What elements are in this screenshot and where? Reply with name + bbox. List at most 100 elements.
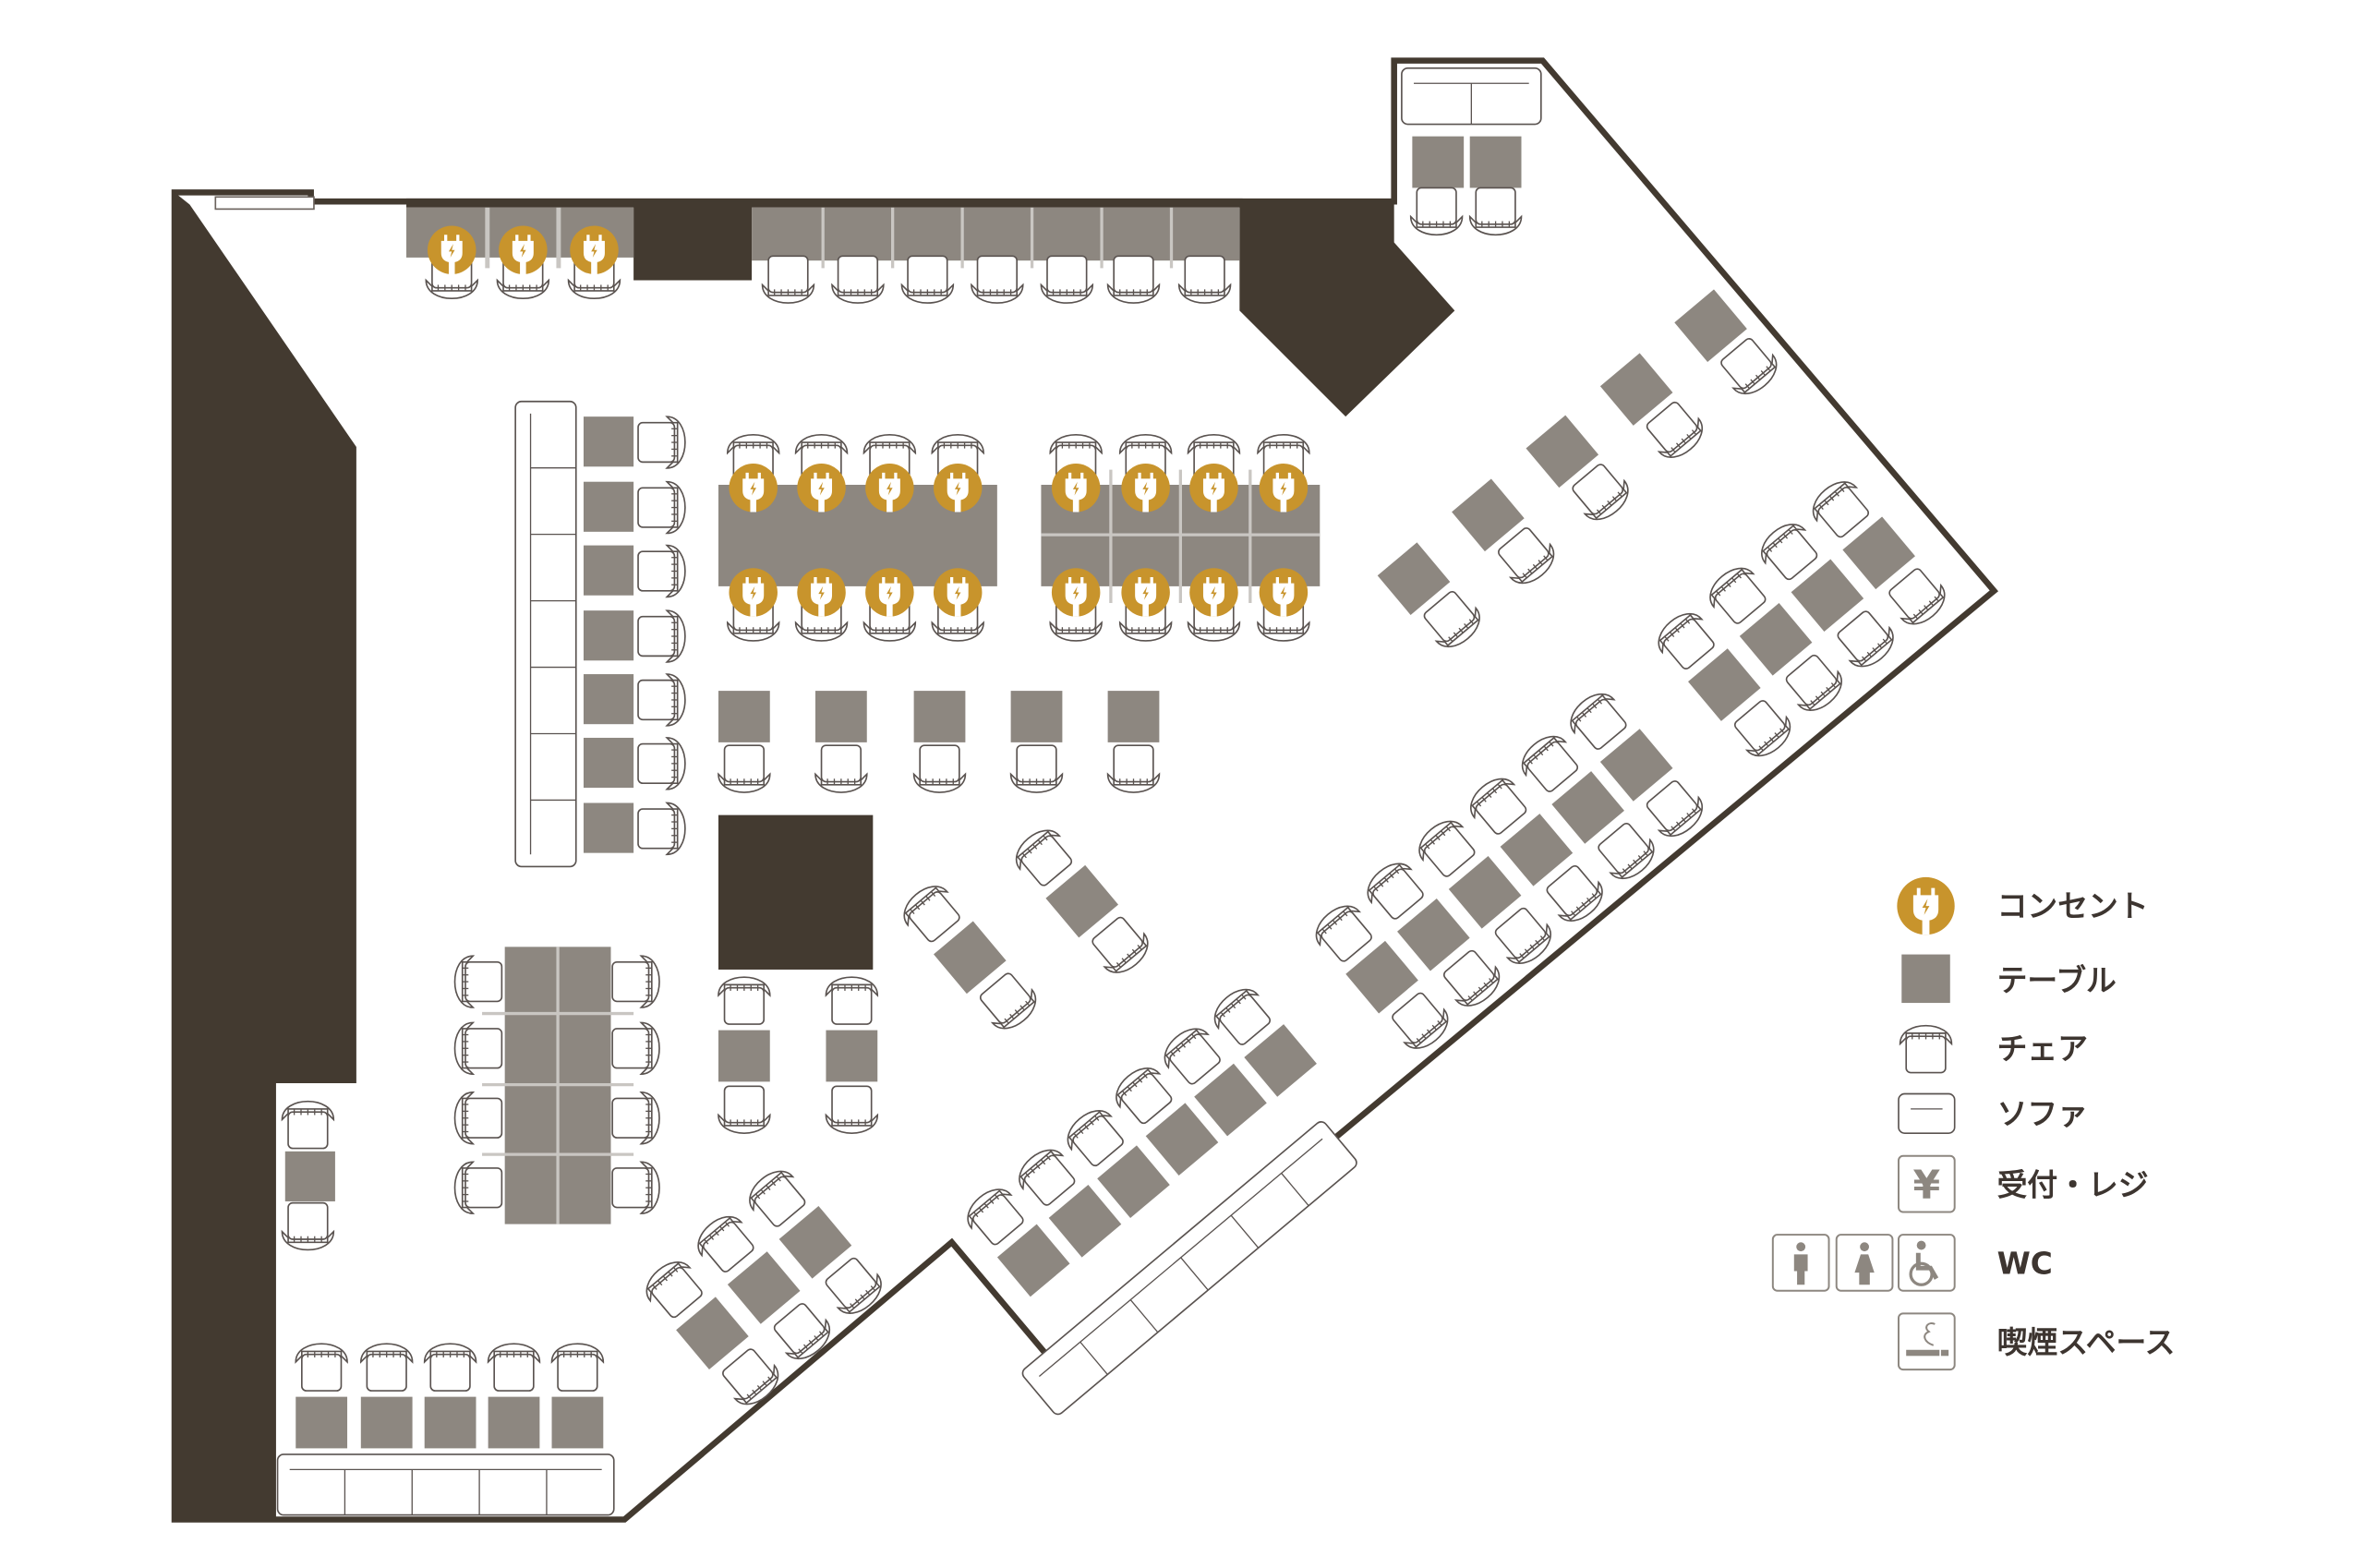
chair — [1494, 907, 1551, 964]
chair — [281, 1101, 335, 1150]
table — [1526, 415, 1599, 488]
legend-wc-label: WC — [1997, 1247, 2053, 1282]
left-wall — [175, 192, 356, 1520]
chair — [1709, 567, 1767, 624]
table — [1842, 516, 1915, 590]
table — [1244, 1024, 1317, 1097]
chair — [1040, 255, 1094, 304]
outlet-icon — [865, 464, 914, 513]
table — [1739, 603, 1813, 676]
chair — [1177, 255, 1232, 304]
chair — [718, 1085, 771, 1134]
table — [996, 1224, 1070, 1297]
table — [1194, 1063, 1267, 1137]
table — [583, 545, 634, 596]
table — [1107, 691, 1160, 742]
divider — [891, 207, 895, 269]
divider — [485, 207, 490, 269]
table — [934, 921, 1007, 995]
chair — [1658, 612, 1715, 669]
chair — [453, 955, 503, 1008]
divider — [1100, 207, 1104, 269]
chair — [749, 1170, 806, 1227]
chair — [611, 1092, 660, 1145]
table — [1345, 940, 1418, 1014]
table — [1448, 856, 1522, 929]
table — [1599, 729, 1673, 802]
table — [1048, 1185, 1122, 1258]
chair — [1761, 524, 1818, 581]
table — [583, 416, 634, 467]
divider — [556, 207, 561, 269]
table — [1791, 559, 1864, 633]
table — [1377, 542, 1451, 615]
pillar-top-right — [1239, 201, 1455, 417]
chair — [1315, 905, 1372, 962]
table — [1010, 691, 1063, 742]
outlet-icon — [499, 225, 548, 274]
table — [1688, 648, 1761, 721]
outlet-icon — [1189, 568, 1238, 617]
chair — [637, 802, 686, 856]
chair — [1733, 700, 1791, 757]
pillar-center — [718, 814, 874, 970]
outlet-icon — [1189, 464, 1238, 513]
chair — [1598, 823, 1655, 880]
chair — [697, 1215, 754, 1272]
outlet-icon — [1121, 464, 1170, 513]
outlet-icon — [797, 568, 846, 617]
reception-icon — [1898, 1154, 1956, 1213]
sofa — [1021, 1121, 1357, 1416]
chair — [645, 1261, 703, 1319]
chair — [1442, 949, 1501, 1007]
chair — [1409, 187, 1464, 235]
chair — [1367, 862, 1424, 920]
chair — [1521, 735, 1579, 792]
male-toilet-icon — [1771, 1234, 1830, 1292]
chair — [637, 544, 686, 598]
chair — [761, 255, 815, 304]
outlet-icon — [1121, 568, 1170, 617]
chair — [1468, 187, 1523, 235]
chair — [637, 416, 686, 469]
legend-table-label: テーブル — [1997, 963, 2117, 998]
chair — [1116, 1067, 1173, 1125]
table — [718, 1030, 770, 1082]
chair — [825, 1085, 879, 1134]
chair — [1888, 568, 1946, 625]
table — [1674, 289, 1747, 363]
table — [778, 1205, 852, 1279]
outlet-icon — [1259, 568, 1309, 617]
female-toilet-icon — [1835, 1234, 1894, 1292]
chair — [359, 1343, 414, 1392]
furniture — [276, 67, 1946, 1516]
chair — [453, 1021, 503, 1075]
table — [551, 1396, 604, 1449]
yen-symbol: ¥ — [1913, 1163, 1941, 1209]
table — [1452, 478, 1525, 552]
chair — [295, 1343, 348, 1392]
chair — [487, 1343, 541, 1392]
chair — [1646, 401, 1703, 458]
chair — [718, 976, 771, 1025]
table — [488, 1396, 540, 1449]
chair — [1646, 780, 1703, 838]
outlet-icon — [427, 225, 476, 274]
table — [826, 1030, 878, 1082]
chair — [423, 1343, 477, 1392]
chair — [722, 1348, 779, 1405]
table — [676, 1297, 749, 1370]
chair — [1392, 992, 1449, 1049]
chair — [453, 1161, 503, 1214]
chair — [1067, 1110, 1124, 1167]
chair — [773, 1303, 831, 1360]
outlet-icon — [933, 464, 983, 513]
chair — [611, 955, 660, 1008]
outlet-icon — [729, 464, 778, 513]
table — [1599, 353, 1673, 426]
chair — [1418, 820, 1476, 877]
outlet-icon — [797, 464, 846, 513]
sofa — [1401, 67, 1542, 126]
chair — [637, 480, 686, 535]
table — [583, 802, 634, 853]
